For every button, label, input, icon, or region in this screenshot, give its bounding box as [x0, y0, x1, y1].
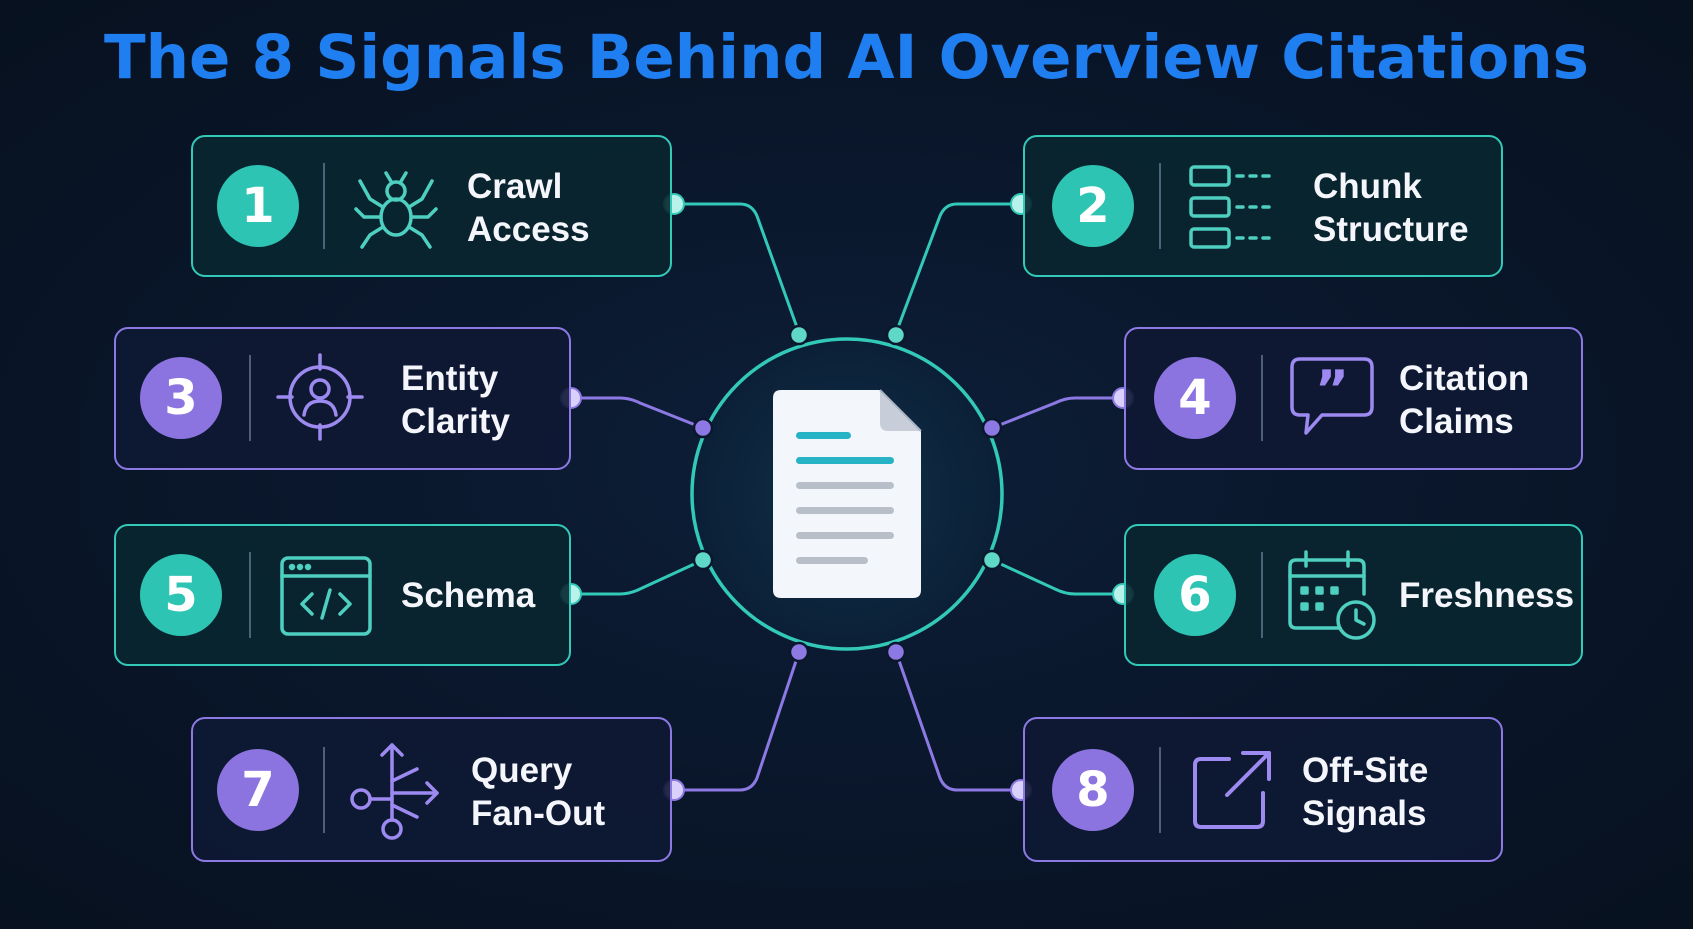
spider-icon [354, 171, 438, 249]
quote-bubble-icon: ” [1290, 357, 1374, 435]
signal-number-4: 4 [1154, 357, 1236, 439]
connector-5 [571, 558, 704, 596]
hub-node-8 [885, 641, 907, 663]
signal-label-4: Citation Claims [1399, 359, 1530, 441]
signal-card-3: 3 Entity Clarity [114, 327, 571, 470]
signal-card-2: 2 Chunk Structure [1023, 135, 1503, 277]
divider [1159, 163, 1161, 249]
hub-node-3 [692, 417, 714, 439]
signal-number-5: 5 [140, 554, 222, 636]
signal-label-3: Entity Clarity [401, 359, 510, 441]
signal-card-8: 8 Off-Site Signals [1023, 717, 1503, 862]
divider [323, 163, 325, 249]
connector-4 [991, 396, 1123, 430]
signal-card-5: 5 Schema [114, 524, 571, 666]
target-person-icon [276, 353, 364, 441]
signal-number-6: 6 [1154, 554, 1236, 636]
calendar-clock-icon [1288, 550, 1376, 640]
diagram-title: The 8 Signals Behind AI Overview Citatio… [104, 22, 1589, 93]
connector-7 [674, 651, 801, 792]
divider [323, 747, 325, 833]
external-link-icon [1193, 751, 1271, 829]
hub-node-7 [788, 641, 810, 663]
svg-text:”: ” [1315, 360, 1349, 420]
signal-card-1: 1 Crawl Access [191, 135, 672, 277]
signal-number-1: 1 [217, 165, 299, 247]
signal-number-8: 8 [1052, 749, 1134, 831]
chunk-blocks-icon [1189, 165, 1273, 249]
divider [249, 552, 251, 638]
connector-6 [991, 558, 1123, 596]
signal-number-2: 2 [1052, 165, 1134, 247]
code-window-icon [280, 556, 372, 636]
hub-node-1 [788, 324, 810, 346]
signal-label-6: Freshness [1399, 576, 1575, 615]
signal-label-8: Off-Site Signals [1302, 751, 1429, 833]
signal-label-7: Query Fan-Out [471, 751, 606, 833]
connector-2 [894, 202, 1021, 334]
document-icon [773, 389, 922, 598]
signal-number-3: 3 [140, 357, 222, 439]
signal-label-1: Crawl Access [467, 167, 590, 249]
connector-3 [571, 396, 704, 430]
signal-number-7: 7 [217, 749, 299, 831]
divider [249, 355, 251, 441]
divider [1261, 355, 1263, 441]
signal-label-5: Schema [401, 576, 536, 615]
connector-1 [674, 202, 801, 334]
hub-node-5 [692, 549, 714, 571]
fan-out-arrows-icon [350, 743, 439, 840]
hub-node-4 [981, 417, 1003, 439]
connector-8 [894, 651, 1021, 792]
signal-card-7: 7 Query Fan-Out [191, 717, 672, 862]
signal-card-4: 4 ” Citation Claims [1124, 327, 1583, 470]
divider [1261, 552, 1263, 638]
signal-label-2: Chunk Structure [1313, 167, 1469, 249]
hub-node-2 [885, 324, 907, 346]
signal-card-6: 6 Freshness [1124, 524, 1583, 666]
divider [1159, 747, 1161, 833]
hub-node-6 [981, 549, 1003, 571]
